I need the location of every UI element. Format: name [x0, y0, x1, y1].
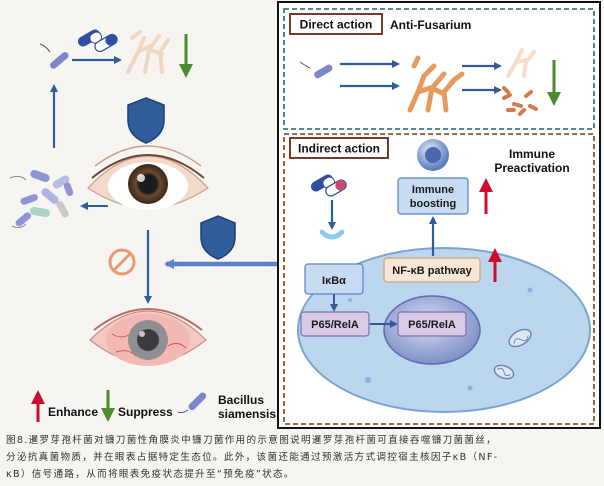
- indirect-title-box: [289, 137, 389, 159]
- immune-boosting-line2: boosting: [410, 198, 456, 210]
- shield-icon: [127, 97, 165, 144]
- direct-subtitle: Anti-Fusarium: [390, 18, 471, 32]
- direct-title-box: [289, 13, 383, 35]
- direct-title: Direct action: [300, 18, 373, 32]
- nfkb-pathway-label: NF-κB pathway: [392, 265, 472, 277]
- faded-fungi-icon: [506, 48, 536, 78]
- indirect-subtitle-line1: Immune: [509, 147, 555, 161]
- nfkb-pathway-box: [383, 257, 481, 283]
- prohibition-icon: [108, 248, 136, 276]
- caption-line-1: 图8.暹罗芽孢杆菌对镰刀菌性角膜炎中镰刀菌作用的示意图说明暹罗芽孢杆菌可直接吞噬…: [6, 435, 498, 446]
- legend-bacillus-line1: Bacillus: [218, 393, 264, 407]
- receptor-icon: [319, 229, 345, 240]
- immune-boosting-box: [397, 177, 469, 215]
- capsule-pills-icon: [310, 174, 347, 197]
- legend: Enhance Suppress Bacillus siamensis: [31, 390, 276, 422]
- ikba-label: IκBα: [322, 275, 346, 287]
- legend-bacillus-icon: [188, 392, 207, 411]
- legend-suppress: Suppress: [118, 405, 173, 419]
- indirect-title: Indirect action: [298, 142, 380, 156]
- bacillus-icon: [39, 43, 69, 69]
- organelle-dots: [348, 287, 533, 391]
- figure-caption: 图8.暹罗芽孢杆菌对镰刀菌性角膜炎中镰刀菌作用的示意图说明暹罗芽孢杆菌可直接吞噬…: [6, 432, 598, 483]
- indirect-subtitle-line2: Preactivation: [494, 161, 569, 175]
- immune-cell-icon: [417, 139, 449, 171]
- caption-line-3: κB）信号通路，从而将眼表免疫状态提升至“预免疫”状态。: [6, 469, 295, 480]
- mitochondria-icon: [493, 328, 532, 380]
- p65-left-label: P65/RelA: [311, 319, 359, 331]
- shield-icon: [200, 215, 236, 260]
- inflamed-eye-image: [89, 308, 207, 366]
- bacteria-cluster-icon: [9, 169, 74, 228]
- left-panel: [9, 29, 300, 366]
- direct-bacillus-icon: [299, 61, 333, 79]
- caption-line-2: 分泌抗真菌物质，并在眼表占据特定生态位。此外，该菌还能通过预激活方式调控宿主核因…: [6, 452, 499, 463]
- p65-right-label: P65/RelA: [408, 319, 456, 331]
- capsule-pills-icon: [77, 29, 118, 53]
- immune-boosting-line1: Immune: [412, 184, 454, 196]
- faded-fungi-icon: [126, 30, 170, 74]
- p65-right-box: [397, 311, 467, 337]
- legend-bacillus-line2: siamensis: [218, 407, 276, 421]
- healthy-eye-image: [87, 145, 209, 210]
- legend-enhance: Enhance: [48, 405, 98, 419]
- diagram: Direct action Anti-Fusarium Indire: [9, 1, 601, 429]
- fragmented-fungi-icon: [502, 86, 538, 116]
- p65-left-box: [300, 311, 370, 337]
- fungi-icon: [407, 55, 465, 113]
